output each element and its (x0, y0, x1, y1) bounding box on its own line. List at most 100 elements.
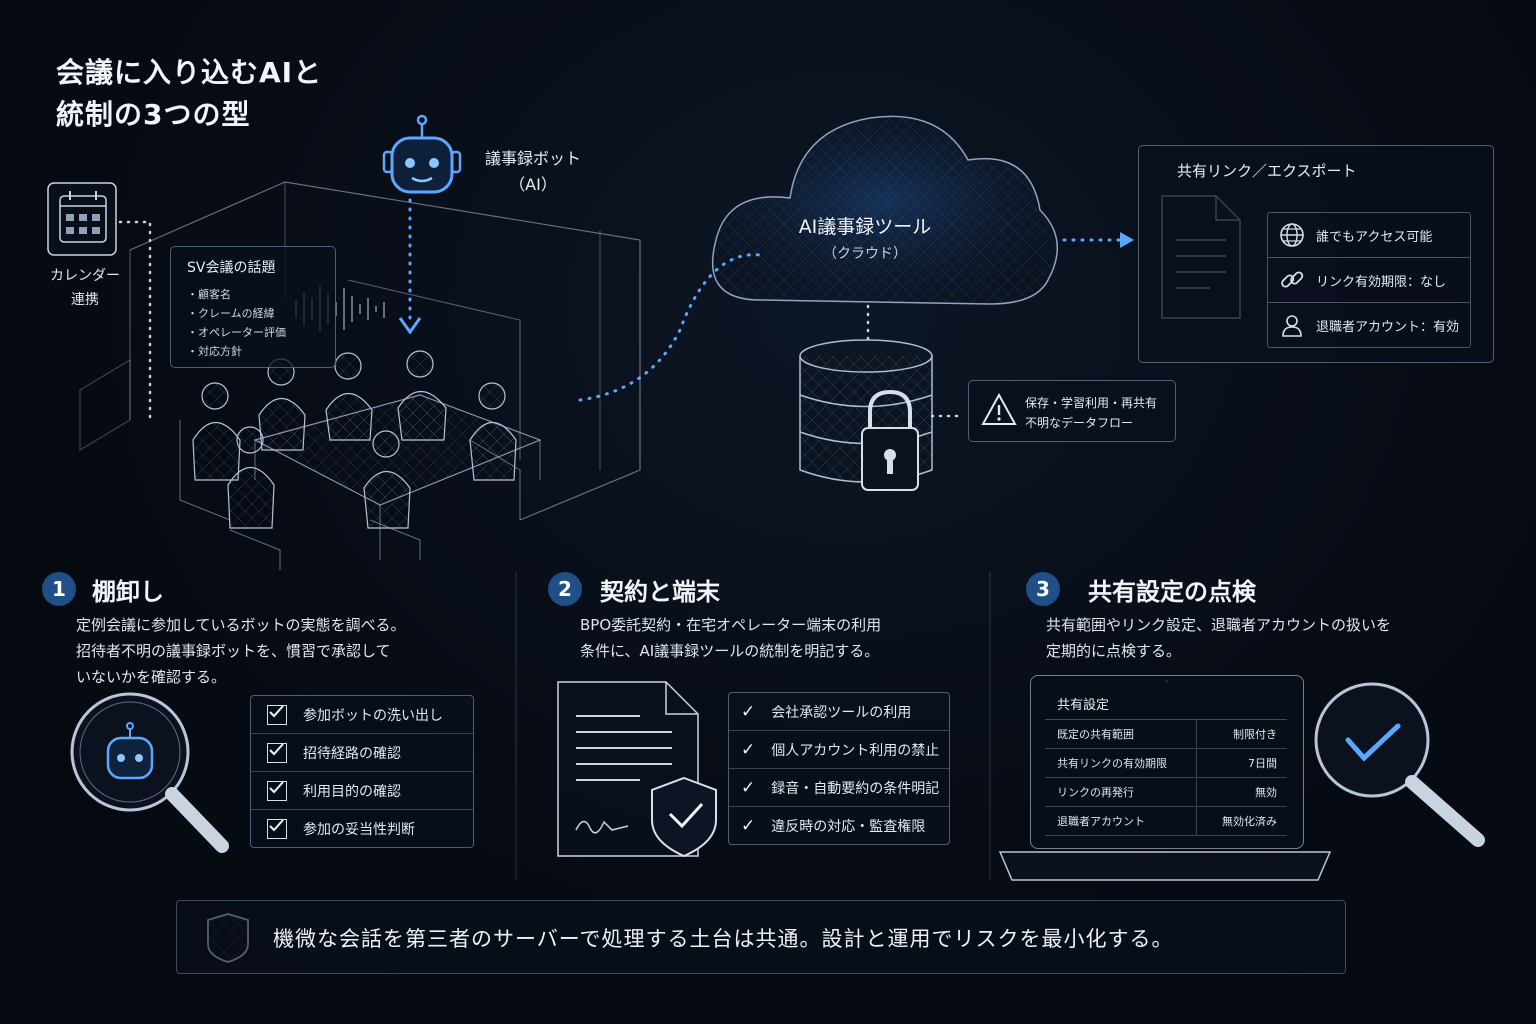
check-icon: ✓ (741, 815, 756, 836)
step-3-badge: 3 (1026, 572, 1060, 606)
data-flow-warning: 保存・学習利用・再共有 不明なデータフロー (968, 380, 1176, 442)
checklist-item: 参加ボットの洗い出し (251, 696, 473, 734)
meeting-topic-item: ・対応方針 (187, 345, 242, 358)
globe-icon (1268, 222, 1316, 248)
cloud-label: AI議事録ツール （クラウド） (770, 212, 960, 263)
step-1-description: 定例会議に参加しているボットの実態を調べる。 招待者不明の議事録ボットを、慣習で… (76, 612, 406, 690)
share-row-retired-account: 退職者アカウント：有効 (1267, 303, 1471, 348)
step-2-desc-line: BPO委託契約・在宅オペレーター端末の利用 (580, 616, 882, 634)
checklist-item: ✓ 録音・自動要約の条件明記 (729, 769, 949, 807)
page-title: 会議に入り込むAIと 統制の3つの型 (56, 52, 322, 136)
magnifier-check-icon (1314, 682, 1485, 847)
footer-banner: 機微な会話を第三者のサーバーで処理する土台は共通。設計と運用でリスクを最小化する… (176, 900, 1346, 974)
checklist-label: 利用目的の確認 (303, 783, 401, 800)
share-row-link-expiry: リンク有効期限：なし (1267, 258, 1471, 303)
magnifier-bot-icon (70, 692, 229, 853)
settings-row: 退職者アカウント 無効化済み (1045, 807, 1287, 836)
calendar-label-line-1: カレンダー (50, 268, 120, 284)
warning-icon (981, 392, 1017, 431)
checkbox-checked-icon (267, 742, 287, 763)
settings-key: 既定の共有範囲 (1045, 720, 1197, 748)
step-3-description: 共有範囲やリンク設定、退職者アカウントの扱いを 定期的に点検する。 (1046, 612, 1391, 664)
settings-key: 共有リンクの有効期限 (1045, 749, 1197, 777)
calendar-icon (47, 182, 117, 256)
step-2-title: 契約と端末 (600, 578, 720, 606)
checklist-item: 参加の妥当性判断 (251, 810, 473, 847)
share-export-panel: 共有リンク／エクスポート 誰でもアクセス可能 リンク有効期限：なし 退職者アカウ… (1138, 145, 1494, 363)
title-line-1: 会議に入り込むAIと (56, 56, 323, 89)
checklist-label: 会社承認ツールの利用 (771, 704, 912, 721)
warning-line-1: 保存・学習利用・再共有 (1025, 396, 1158, 410)
checklist-item: 招待経路の確認 (251, 734, 473, 772)
step-3-desc-line: 共有範囲やリンク設定、退職者アカウントの扱いを (1046, 616, 1392, 634)
lock-icon (861, 389, 919, 491)
meeting-room-illustration (79, 181, 641, 570)
check-icon: ✓ (741, 739, 756, 760)
share-row-label: 誰でもアクセス可能 (1316, 229, 1433, 245)
checkbox-checked-icon (267, 780, 287, 801)
checklist-item: ✓ 違反時の対応・監査権限 (729, 807, 949, 844)
settings-row: リンクの再発行 無効 (1045, 778, 1287, 807)
meeting-topics-title: SV会議の話題 (187, 260, 276, 276)
cloud-icon (711, 115, 1059, 305)
checklist-item: 利用目的の確認 (251, 772, 473, 810)
link-icon (1268, 267, 1316, 293)
title-line-2: 統制の3つの型 (56, 98, 251, 131)
check-icon: ✓ (741, 777, 756, 798)
share-row-label: リンク有効期限：なし (1316, 274, 1447, 290)
settings-row: 既定の共有範囲 制限付き (1045, 720, 1287, 749)
checklist-label: 違反時の対応・監査権限 (771, 818, 926, 835)
checklist-label: 個人アカウント利用の禁止 (771, 742, 940, 759)
step-3-desc-line: 定期的に点検する。 (1046, 642, 1182, 660)
calendar-label-line-2: 連携 (71, 292, 99, 308)
checklist-label: 参加の妥当性判断 (303, 821, 415, 838)
step-1-badge: 1 (42, 572, 76, 606)
checklist-label: 録音・自動要約の条件明記 (771, 780, 940, 797)
cloud-label-line-1: AI議事録ツール (798, 216, 932, 238)
user-icon (1268, 312, 1316, 338)
settings-key: リンクの再発行 (1045, 778, 1197, 806)
step-2-checklist: ✓会社承認ツールの利用 ✓個人アカウント利用の禁止 ✓録音・自動要約の条件明記 … (728, 692, 950, 845)
checkbox-checked-icon (267, 704, 287, 725)
meeting-topic-item: ・顧客名 (187, 288, 231, 301)
settings-key: 退職者アカウント (1045, 807, 1197, 835)
meeting-topic-item: ・クレームの経緯 (187, 307, 275, 320)
cloud-label-line-2: （クラウド） (823, 246, 907, 262)
step-2-desc-line: 条件に、AI議事録ツールの統制を明記する。 (580, 642, 880, 660)
step-2-description: BPO委託契約・在宅オペレーター端末の利用 条件に、AI議事録ツールの統制を明記… (580, 612, 881, 664)
contract-document-icon (557, 681, 717, 858)
checklist-label: 参加ボットの洗い出し (303, 707, 443, 724)
meeting-topic-item: ・オペレーター評価 (187, 326, 286, 339)
settings-value: 制限付き (1233, 728, 1277, 741)
settings-value: 無効化済み (1222, 815, 1277, 828)
bot-label: 議事録ボット （AI） (478, 146, 588, 198)
robot-icon (382, 114, 462, 194)
share-row-label: 退職者アカウント：有効 (1316, 319, 1460, 335)
share-settings-title: 共有設定 (1045, 692, 1287, 720)
bot-label-line-2: （AI） (509, 175, 557, 194)
step-1-desc-line: 招待者不明の議事録ボットを、慣習で承認して (76, 642, 391, 660)
step-1-checklist: 参加ボットの洗い出し 招待経路の確認 利用目的の確認 参加の妥当性判断 (250, 695, 474, 848)
checklist-label: 招待経路の確認 (303, 745, 401, 762)
check-icon: ✓ (741, 701, 756, 722)
checkbox-checked-icon (267, 818, 287, 839)
step-3-title: 共有設定の点検 (1088, 578, 1256, 606)
settings-row: 共有リンクの有効期限 7日間 (1045, 749, 1287, 778)
share-row-access: 誰でもアクセス可能 (1267, 212, 1471, 258)
step-2-badge: 2 (548, 572, 582, 606)
calendar-label: カレンダー 連携 (40, 264, 130, 312)
step-1-desc-line: 定例会議に参加しているボットの実態を調べる。 (76, 616, 406, 634)
step-1-title: 棚卸し (92, 578, 164, 606)
footer-text: 機微な会話を第三者のサーバーで処理する土台は共通。設計と運用でリスクを最小化する… (273, 927, 1174, 951)
share-panel-title: 共有リンク／エクスポート (1177, 162, 1357, 180)
meeting-topics-board: SV会議の話題 ・顧客名 ・クレームの経緯 ・オペレーター評価 ・対応方針 (170, 246, 336, 368)
checklist-item: ✓ 会社承認ツールの利用 (729, 693, 949, 731)
warning-line-2: 不明なデータフロー (1025, 416, 1134, 430)
settings-value: 無効 (1255, 786, 1277, 799)
step-1-desc-line: いないかを確認する。 (76, 668, 227, 686)
checklist-item: ✓ 個人アカウント利用の禁止 (729, 731, 949, 769)
settings-value: 7日間 (1248, 757, 1277, 770)
